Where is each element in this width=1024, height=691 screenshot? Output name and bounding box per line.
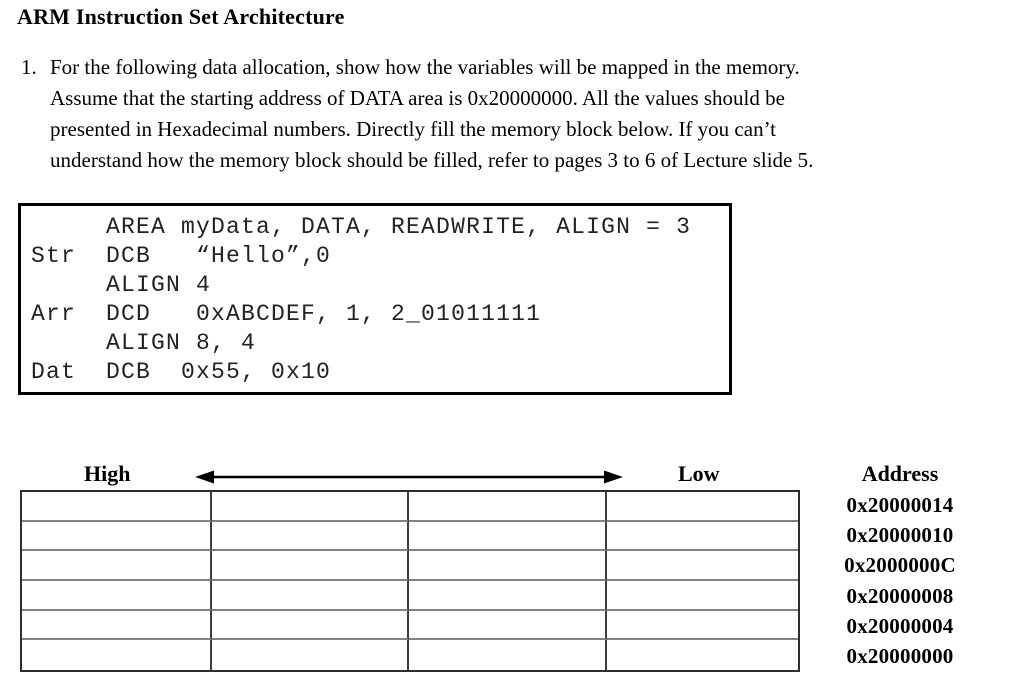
- address-value: 0x20000008: [846, 583, 954, 608]
- address-value: 0x20000004: [846, 613, 954, 638]
- question-number: 1.: [21, 55, 37, 79]
- memory-cell: [607, 640, 798, 670]
- memory-cell: [22, 492, 212, 522]
- memory-cell: [212, 492, 409, 522]
- memory-cell: [607, 551, 798, 581]
- memory-cell: [212, 640, 409, 670]
- memory-cell: [607, 581, 798, 611]
- memory-cell: [22, 580, 212, 611]
- address-column: 0x20000014 0x20000010 0x2000000C 0x20000…: [815, 490, 985, 672]
- code-line: ALIGN 8, 4: [31, 330, 257, 356]
- memory-cell: [607, 611, 798, 641]
- memory-cell: [409, 551, 607, 581]
- question-text-line: For the following data allocation, show …: [50, 55, 800, 79]
- question-text: For the following data allocation, show …: [50, 52, 980, 176]
- code-line: Arr DCD 0xABCDEF, 1, 2_01011111: [31, 301, 542, 327]
- code-line: Str DCB “Hello”,0: [31, 243, 332, 269]
- memory-cell: [22, 551, 212, 581]
- assembly-code-lines: AREA myData, DATA, READWRITE, ALIGN = 3 …: [21, 206, 729, 387]
- memory-cell: [212, 521, 409, 552]
- memory-cell: [409, 492, 607, 522]
- memory-cell: [607, 522, 798, 552]
- memory-cell: [607, 492, 798, 522]
- high-label: High: [84, 461, 131, 486]
- code-line: AREA myData, DATA, READWRITE, ALIGN = 3: [31, 214, 692, 240]
- high-low-double-arrow-icon: [195, 470, 623, 484]
- address-label: Address: [861, 461, 939, 486]
- memory-cell: [212, 551, 409, 581]
- address-value: 0x20000014: [846, 492, 954, 517]
- address-value: 0x2000000C: [844, 553, 956, 578]
- memory-cell: [212, 580, 409, 611]
- memory-cell: [212, 610, 409, 641]
- question-text-line: presented in Hexadecimal numbers. Direct…: [50, 117, 777, 141]
- page-title: ARM Instruction Set Architecture: [17, 4, 345, 29]
- question-text-line: Assume that the starting address of DATA…: [50, 86, 785, 110]
- memory-table: [20, 490, 800, 672]
- memory-cell: [22, 640, 212, 670]
- arrowhead-left: [195, 470, 214, 484]
- arrowhead-right: [604, 470, 623, 484]
- memory-cell: [409, 521, 607, 552]
- code-line: Dat DCB 0x55, 0x10: [31, 359, 332, 385]
- question-text-line: understand how the memory block should b…: [50, 148, 814, 172]
- low-label: Low: [678, 461, 720, 486]
- code-line: ALIGN 4: [31, 272, 212, 298]
- address-value: 0x20000010: [846, 522, 954, 547]
- memory-cell: [409, 640, 607, 670]
- address-value: 0x20000000: [846, 644, 954, 669]
- memory-cell: [22, 610, 212, 641]
- memory-cell: [22, 521, 212, 552]
- assembly-code-block: AREA myData, DATA, READWRITE, ALIGN = 3 …: [18, 203, 732, 395]
- memory-cell: [409, 610, 607, 641]
- memory-cell: [409, 580, 607, 611]
